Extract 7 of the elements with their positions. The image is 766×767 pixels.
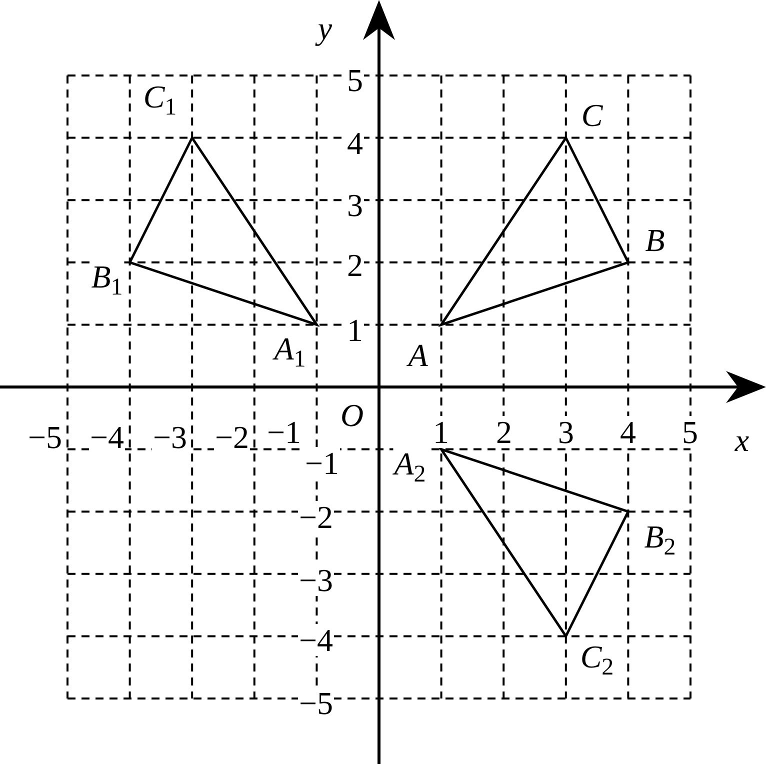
tick-label: −3 [298,564,334,596]
tick-label: −4 [298,624,334,656]
tick-label: 3 [557,416,575,448]
tick-label: 5 [681,416,699,448]
tick-label: 2 [495,416,513,448]
tick-label: −2 [298,501,334,533]
tick-label: 4 [619,416,637,448]
